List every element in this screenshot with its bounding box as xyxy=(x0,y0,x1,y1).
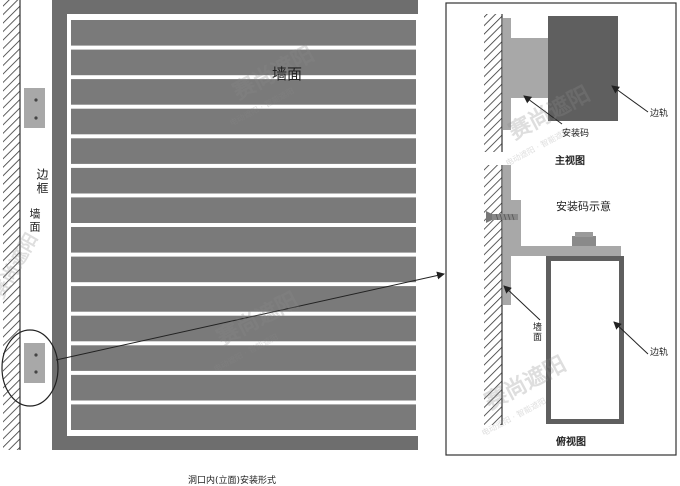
caption: 洞口内(立面)安装形式 xyxy=(188,476,277,486)
top-view-bracket-vertical xyxy=(511,200,521,256)
rail-label-top: 边轨 xyxy=(650,109,669,119)
frame-top-bar xyxy=(52,0,418,14)
louver-slat xyxy=(71,138,416,164)
main-view-wall-hatch xyxy=(484,14,502,152)
wall-vertical-label: 墙面 xyxy=(28,208,41,234)
left-wall-hatch xyxy=(3,0,20,450)
wall-face-center-label: 墙面 xyxy=(272,65,303,83)
louver-slat xyxy=(71,404,416,430)
louver-slat xyxy=(71,374,416,401)
louver-slat xyxy=(71,227,416,253)
slat-group xyxy=(71,20,416,430)
top-view-plate xyxy=(503,165,511,305)
top-view-bracket-arm xyxy=(511,246,621,256)
wall-bracket-bottom xyxy=(24,343,45,383)
code-label-top: 安装码 xyxy=(562,129,590,139)
rail-leader-bottom xyxy=(613,321,649,355)
detail-leader-line xyxy=(55,271,445,361)
frame-bottom-bar xyxy=(52,436,418,450)
main-view-title: 主视图 xyxy=(555,156,585,167)
top-view-wall-hatch xyxy=(484,165,502,425)
anchor-bolt-icon xyxy=(486,211,518,223)
code-leader-top xyxy=(523,95,563,125)
frame-left-post xyxy=(52,0,67,450)
louver-slat xyxy=(71,197,416,223)
wall-bracket-top xyxy=(24,88,45,128)
main-view-rail xyxy=(548,16,618,121)
wall-detail-label: 墙面 xyxy=(531,322,541,342)
main-view-plate xyxy=(503,18,511,130)
louver-slat xyxy=(71,108,416,135)
wall-leader-bottom xyxy=(503,285,541,321)
louver-slat xyxy=(71,345,416,371)
louver-slat xyxy=(71,167,416,194)
detail-callout-circle xyxy=(1,329,59,407)
louver-slat xyxy=(71,20,416,46)
louver-slat xyxy=(71,286,416,312)
frame-vertical-label: 边框 xyxy=(35,168,49,196)
bracket-screw xyxy=(34,116,38,120)
louver-slat xyxy=(71,79,416,105)
bracket-screw xyxy=(34,370,38,374)
louver-slat xyxy=(71,256,416,283)
louver-slat xyxy=(71,315,416,342)
louver-slat xyxy=(71,49,416,76)
bracket-screw xyxy=(34,98,38,102)
top-view-rail-inner xyxy=(551,261,619,419)
top-view-title: 俯视图 xyxy=(556,437,586,448)
bracket-screw xyxy=(34,353,38,357)
rail-leader-top xyxy=(611,85,649,113)
code-illustration-label: 安装码示意 xyxy=(556,200,611,213)
rail-label-bottom: 边轨 xyxy=(650,348,669,358)
main-view-code-block xyxy=(511,38,551,98)
